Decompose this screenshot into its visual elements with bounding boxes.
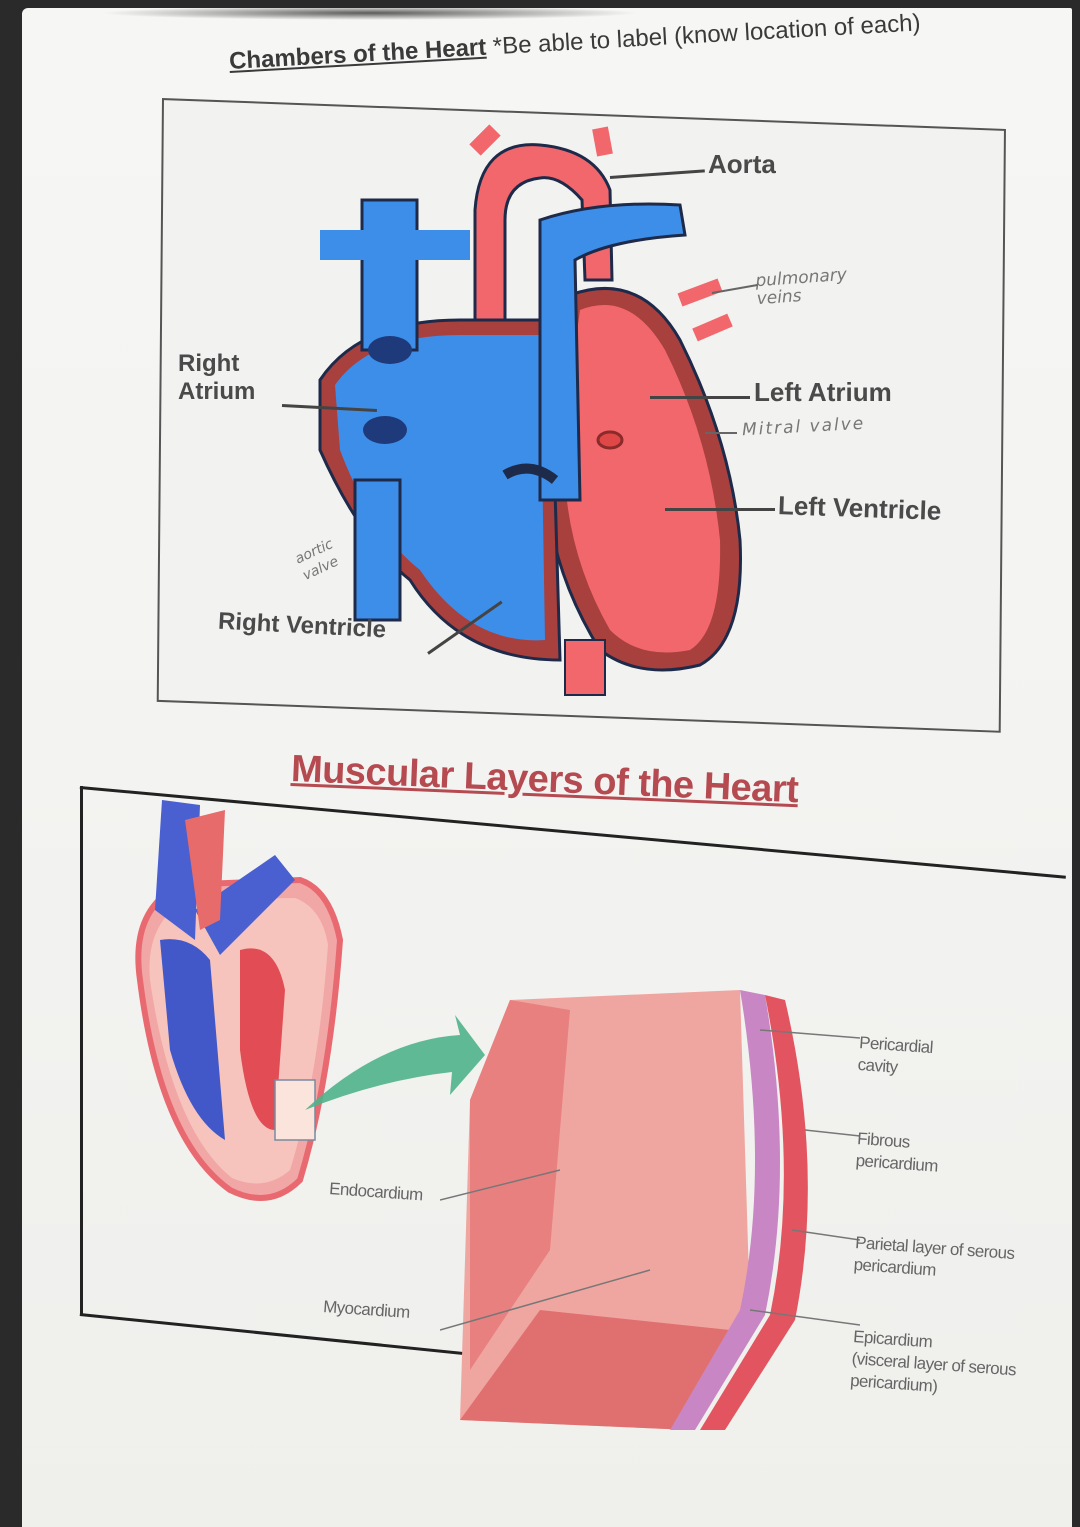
heart-wall-layers-image <box>440 990 860 1430</box>
mitral-valve-leader <box>705 432 737 434</box>
heart-chambers-diagram <box>318 124 742 696</box>
left-atrium-leader <box>650 396 750 399</box>
label-epicardium: Epicardium (visceral layer of serous per… <box>849 1326 1017 1396</box>
label-left-atrium: Left Atrium <box>754 377 892 407</box>
layers-frame-left <box>80 786 83 1316</box>
label-fibrous-pericardium: Fibrous pericardium <box>855 1128 939 1176</box>
label-right-atrium: Right Atrium <box>178 350 256 405</box>
page-shadow <box>100 6 640 20</box>
label-left-ventricle: Left Ventricle <box>777 490 942 526</box>
heart-cross-section-image <box>135 800 485 1201</box>
label-aorta: Aorta <box>708 149 776 179</box>
label-pericardial-cavity: Pericardial cavity <box>857 1032 934 1077</box>
left-ventricle-leader <box>665 508 775 511</box>
